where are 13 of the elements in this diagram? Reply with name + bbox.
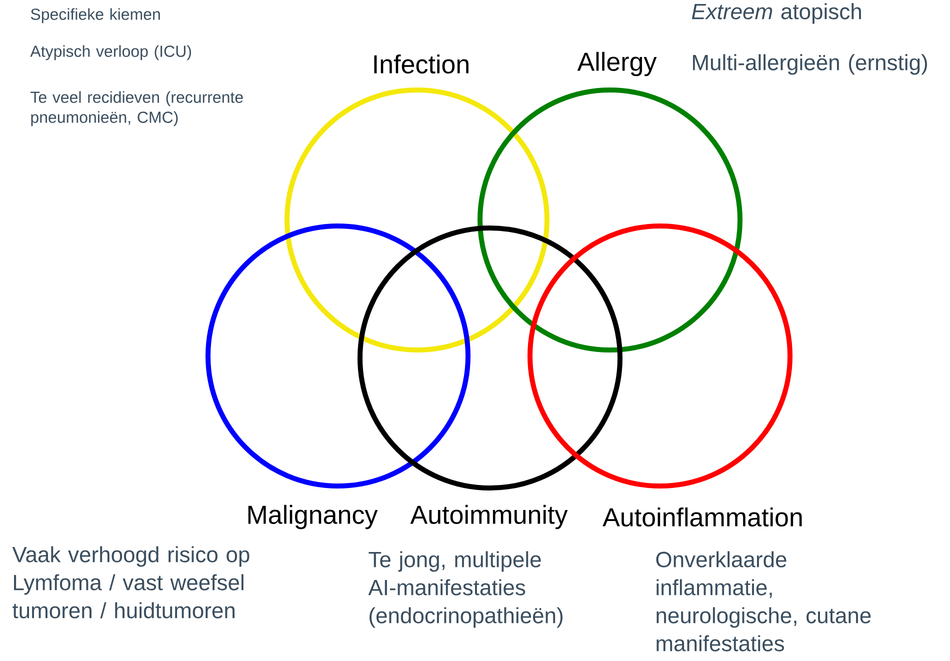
description-text: Te veel recidieven (recurrente pneumonieën, CMC) — [30, 91, 243, 126]
circle-heading: Allergy — [577, 52, 657, 76]
description-text: Atypisch verloop (ICU) — [30, 45, 191, 60]
description-text: Extreem atopisch — [692, 3, 861, 24]
circle-heading: Infection — [374, 54, 468, 74]
description-text: Vaak verhoogd risico op Lymfoma / vast weefsel tumoren / huidtumoren — [12, 546, 250, 618]
circle-heading: Malignancy — [248, 504, 378, 530]
description-text: Onverklaarde inflammatie, neurologische, cutane manifestaties — [656, 551, 871, 652]
circle-heading: Autoimmunity — [410, 504, 568, 530]
description-text: Te jong, multipele AI-manifestaties (endocrinopathieën) — [368, 551, 562, 628]
description-text: Multi-allergieën (ernstig) — [693, 54, 927, 75]
description-text: Specifieke kiemen — [30, 8, 160, 24]
circle-heading: Autoinflammation — [602, 507, 802, 527]
